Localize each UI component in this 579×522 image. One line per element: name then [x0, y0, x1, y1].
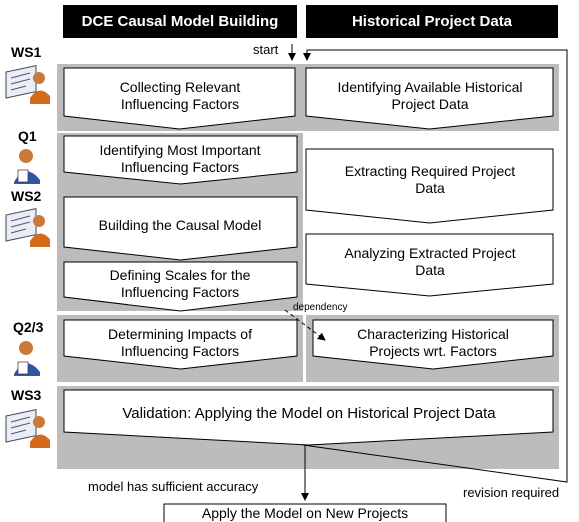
header-historical-project-data: Historical Project Data: [306, 5, 558, 38]
step-label-identifying-important: Identifying Most Important Influencing F…: [99, 142, 261, 175]
step-box-defining-scales: [63, 261, 298, 312]
start-label: start: [253, 42, 279, 57]
step-box-building-causal-model: [63, 196, 298, 261]
revision-loop-arrow: [302, 49, 568, 483]
role-label-q1: Q1: [18, 128, 37, 144]
step-box-analyzing-data: [305, 233, 554, 297]
step-label-defining-scales: Defining Scales for the Influencing Fact…: [109, 267, 251, 300]
revision-label: revision required: [463, 485, 560, 500]
step-box-extracting-data: [305, 148, 554, 224]
step-label-validation: Validation: Applying the Model on Histor…: [122, 404, 496, 422]
role-label-ws1: WS1: [11, 44, 42, 60]
step-box-apply-new-projects: [163, 503, 447, 522]
step-box-validation: [63, 389, 554, 446]
expert-with-questionnaire-icon: [14, 341, 40, 376]
step-label-identifying-available: Identifying Available Historical Project…: [337, 79, 523, 112]
step-label-determining-impacts: Determining Impacts of Influencing Facto…: [108, 326, 252, 359]
step-label-extracting-data: Extracting Required Project Data: [344, 163, 516, 196]
step-box-characterizing-projects: [312, 319, 554, 370]
step-box-identifying-available: [305, 67, 554, 130]
step-label-apply-new-projects: Apply the Model on New Projects: [201, 504, 409, 521]
role-label-ws3: WS3: [11, 387, 42, 403]
accuracy-label: model has sufficient accuracy: [88, 479, 259, 494]
step-label-building-causal-model: Building the Causal Model: [98, 216, 262, 233]
step-label-collecting-factors: Collecting Relevant Influencing Factors: [119, 79, 241, 112]
step-box-collecting-factors: [63, 67, 296, 130]
role-label-ws2: WS2: [11, 188, 42, 204]
expert-at-whiteboard-icon: [5, 65, 50, 104]
step-box-determining-impacts: [63, 319, 298, 370]
dependency-label: dependency: [293, 302, 348, 313]
expert-at-whiteboard-icon: [5, 409, 50, 448]
role-label-q23: Q2/3: [13, 319, 44, 335]
step-label-analyzing-data: Analyzing Extracted Project Data: [344, 245, 516, 278]
step-label-characterizing-projects: Characterizing Historical Projects wrt. …: [357, 326, 509, 359]
expert-at-whiteboard-icon: [5, 208, 50, 247]
step-box-identifying-important: [63, 135, 298, 185]
dependency-arrow: [284, 309, 326, 341]
header-dce-causal-model-building: DCE Causal Model Building: [63, 5, 297, 38]
expert-with-questionnaire-icon: [14, 149, 40, 184]
